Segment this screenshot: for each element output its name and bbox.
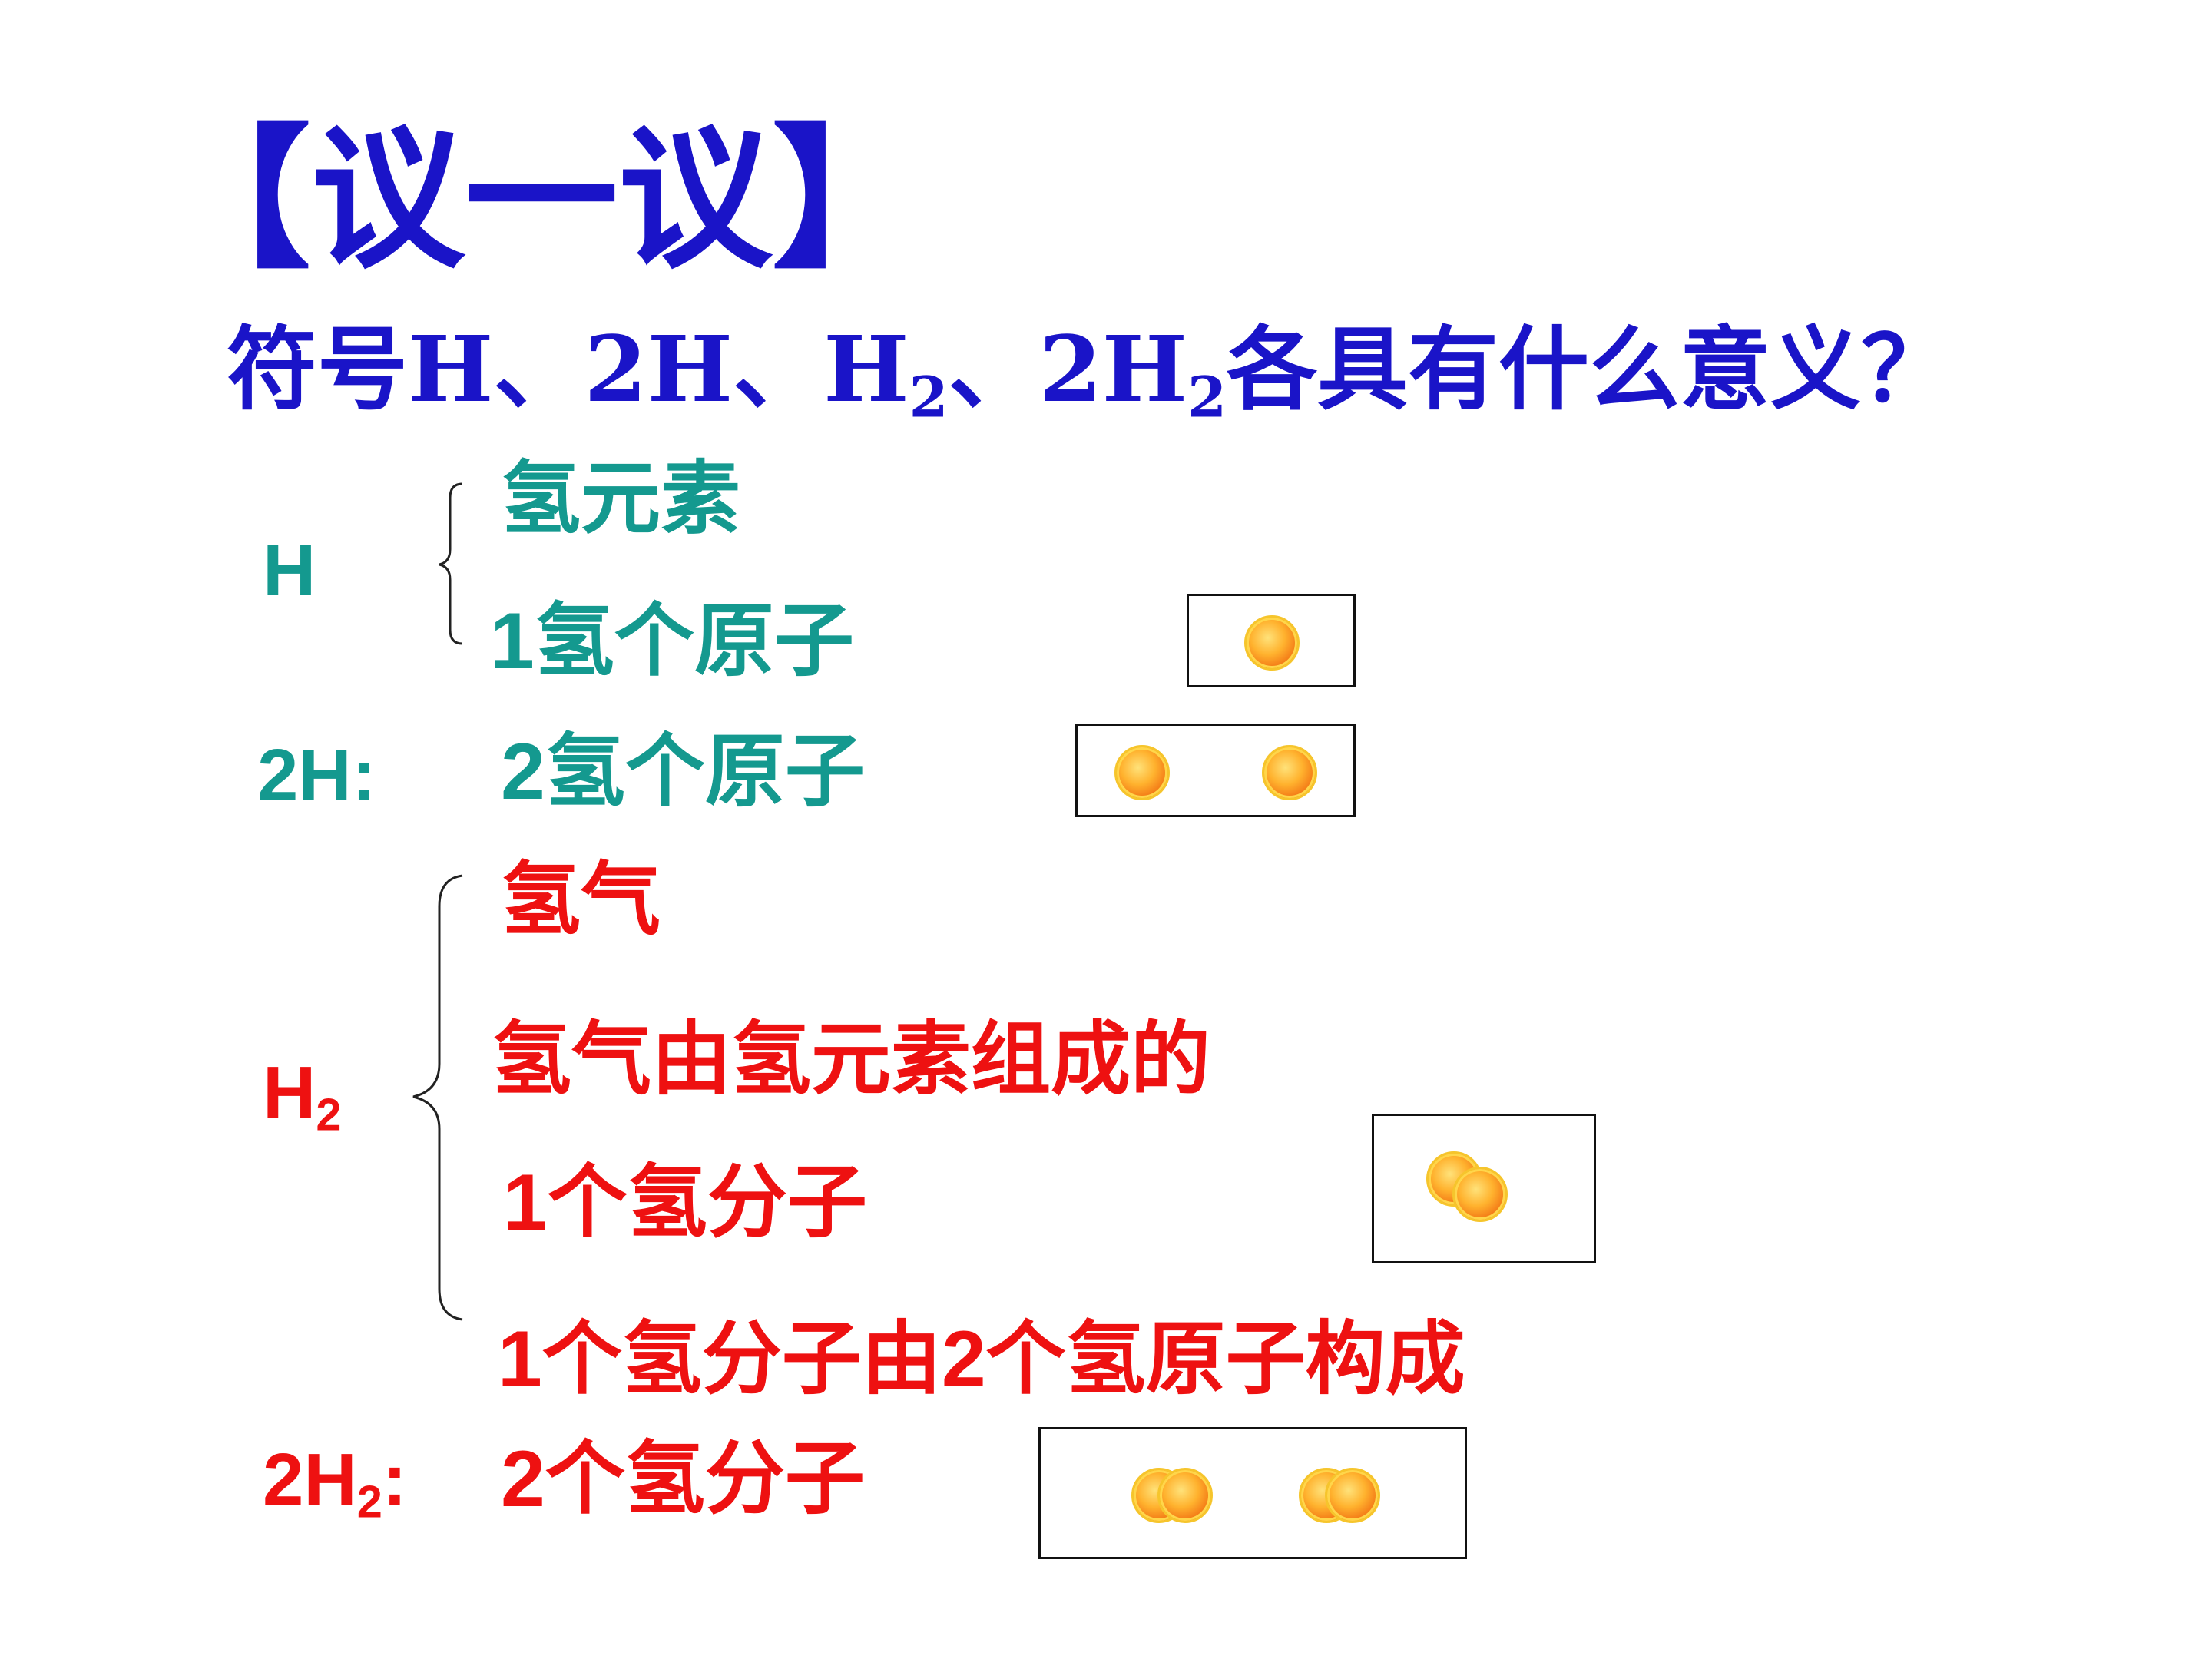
symbol-2h2-colon: : [382,1439,407,1521]
hydrogen-atom-icon [1244,615,1300,671]
question-prefix: 符号H、2H、H [227,316,909,422]
meaning-h-atom: 1氢个原子 [490,597,854,686]
meaning-2h2: 2个氢分子 [501,1435,865,1524]
brace-icon [439,482,463,645]
brace-icon [412,874,463,1321]
hydrogen-atom-icon [1325,1468,1380,1523]
meaning-h2-composition: 氢气由氢元素组成的 [492,1015,1211,1104]
symbol-h2-sub: 2 [316,1088,342,1141]
symbol-2h2: 2H2: [263,1438,407,1525]
hydrogen-atom-icon [1114,745,1170,800]
symbol-h2-base: H [263,1051,316,1134]
question-mid: 、2H [948,316,1188,422]
page-title: 【议一议】 [157,109,926,290]
model-box-2h2 [1038,1427,1467,1559]
meaning-h2-substance: 氢气 [501,856,661,945]
question-suffix: 各具有什么意义？ [1227,316,1952,422]
question-text: 符号H、2H、H2、2H2各具有什么意义？ [227,320,1952,426]
hydrogen-atom-icon [1262,745,1317,800]
symbol-2h2-sub: 2 [356,1475,382,1528]
symbol-2h2-base: 2H [263,1439,357,1521]
question-sub-1: 2 [909,364,949,431]
hydrogen-atom-icon [1157,1468,1213,1523]
meaning-h2-structure: 1个氢分子由2个氢原子构成 [498,1315,1465,1404]
hydrogen-atom-icon [1452,1167,1508,1222]
question-sub-2: 2 [1187,364,1227,431]
model-box-h2 [1372,1114,1596,1263]
meaning-h-element: 氢元素 [501,455,741,544]
symbol-h: H [263,529,316,611]
meaning-h2-molecule: 1个氢分子 [503,1158,867,1247]
symbol-2h: 2H: [257,734,376,816]
model-box-2h [1075,724,1356,817]
symbol-h2: H2 [263,1051,341,1137]
meaning-2h: 2氢个原子 [501,727,865,816]
model-box-h [1187,594,1356,687]
